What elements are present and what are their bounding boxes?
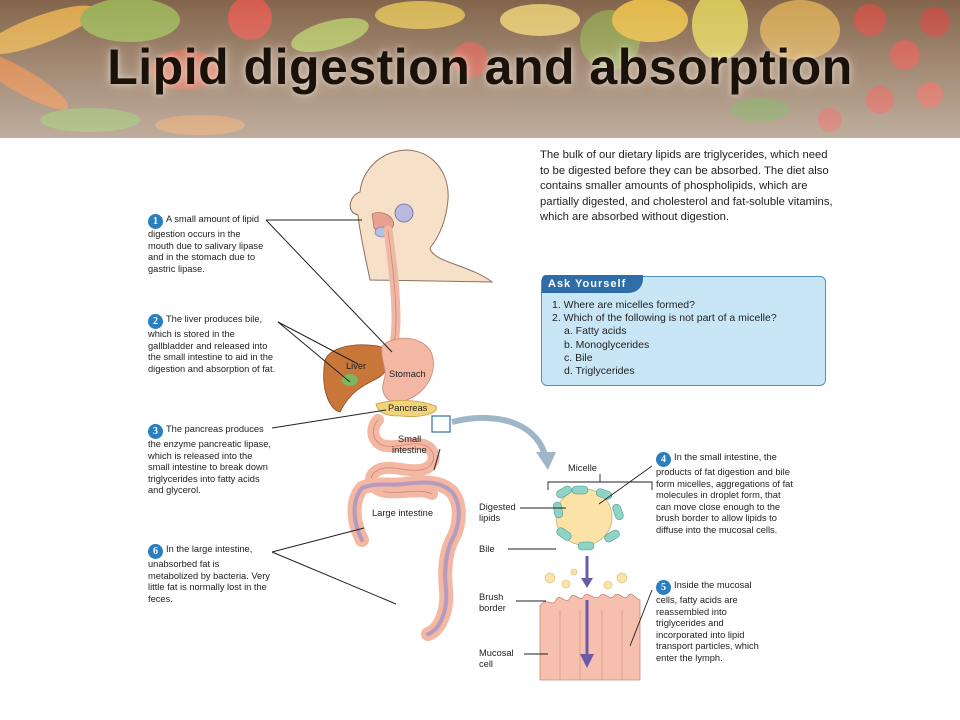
pancreas xyxy=(375,400,437,417)
pancreas-label: Pancreas xyxy=(388,403,428,413)
header-banner: Lipid digestion and absorption xyxy=(0,0,960,138)
step-5-number: 5 xyxy=(656,580,671,595)
step-1-number: 1 xyxy=(148,214,163,229)
zoom-arrow xyxy=(451,414,549,461)
step-6-text: In the large intestine, unabsorbed fat i… xyxy=(148,544,270,604)
answer-a: a. Fatty acids xyxy=(564,325,627,338)
step-4-text: In the small intestine, the products of … xyxy=(656,452,793,535)
mucosal-cells xyxy=(539,593,641,681)
zoom-box xyxy=(431,415,451,433)
large-intestine xyxy=(347,475,466,641)
answer-b: b. Monoglycerides xyxy=(564,338,650,351)
ask-yourself-questions: 1. Where are micelles formed? 2. Which o… xyxy=(552,299,777,378)
brush-border-label-line2: border xyxy=(479,603,506,613)
question-1: 1. Where are micelles formed? xyxy=(552,299,695,311)
digested-lipids-label-line1: Digested xyxy=(479,502,516,512)
answer-d: d. Triglycerides xyxy=(564,365,635,378)
intro-paragraph: The bulk of our dietary lipids are trigl… xyxy=(540,149,833,223)
bile-label: Bile xyxy=(479,544,495,554)
absorption-arrow xyxy=(581,578,593,588)
step-1-text: A small amount of lipid digestion occurs… xyxy=(148,214,264,274)
ask-yourself-heading: Ask Yourself xyxy=(542,275,643,293)
liver-label: Liver xyxy=(346,361,367,371)
head-illustration xyxy=(349,149,494,283)
large-intestine-label: Large intestine xyxy=(372,508,433,518)
small-intestine-label-line1: Small xyxy=(398,434,422,444)
step-4-number: 4 xyxy=(656,452,671,467)
gallbladder xyxy=(342,374,358,386)
vegetable-background-image xyxy=(0,0,960,138)
stomach-label: Stomach xyxy=(389,369,426,379)
fat-droplets xyxy=(544,568,628,590)
step-3-number: 3 xyxy=(148,424,163,439)
small-intestine-label-line2: intestine xyxy=(392,445,427,455)
mucosal-cell-label-line1: Mucosal xyxy=(479,648,514,658)
question-2: 2. Which of the following is not part of… xyxy=(552,312,777,325)
step-2-number: 2 xyxy=(148,314,163,329)
leader-lines xyxy=(265,219,441,605)
step-2-text: The liver produces bile, which is stored… xyxy=(148,314,276,374)
step-6-number: 6 xyxy=(148,544,163,559)
micelle-label: Micelle xyxy=(568,463,597,473)
mucosal-cell-label-line2: cell xyxy=(479,659,493,669)
small-intestine xyxy=(365,414,440,500)
digested-lipids-label-line2: lipids xyxy=(479,513,501,523)
step-5-text: Inside the mucosal cells, fatty acids ar… xyxy=(656,580,759,663)
page-title: Lipid digestion and absorption xyxy=(107,39,853,95)
lymph-arrow xyxy=(580,654,594,668)
brush-border-label-line1: Brush xyxy=(479,592,504,602)
ask-yourself-box: Ask Yourself 1. Where are micelles forme… xyxy=(541,275,826,386)
answer-c: c. Bile xyxy=(564,351,593,364)
micelle xyxy=(553,485,624,551)
step-3-text: The pancreas produces the enzyme pancrea… xyxy=(148,424,271,496)
